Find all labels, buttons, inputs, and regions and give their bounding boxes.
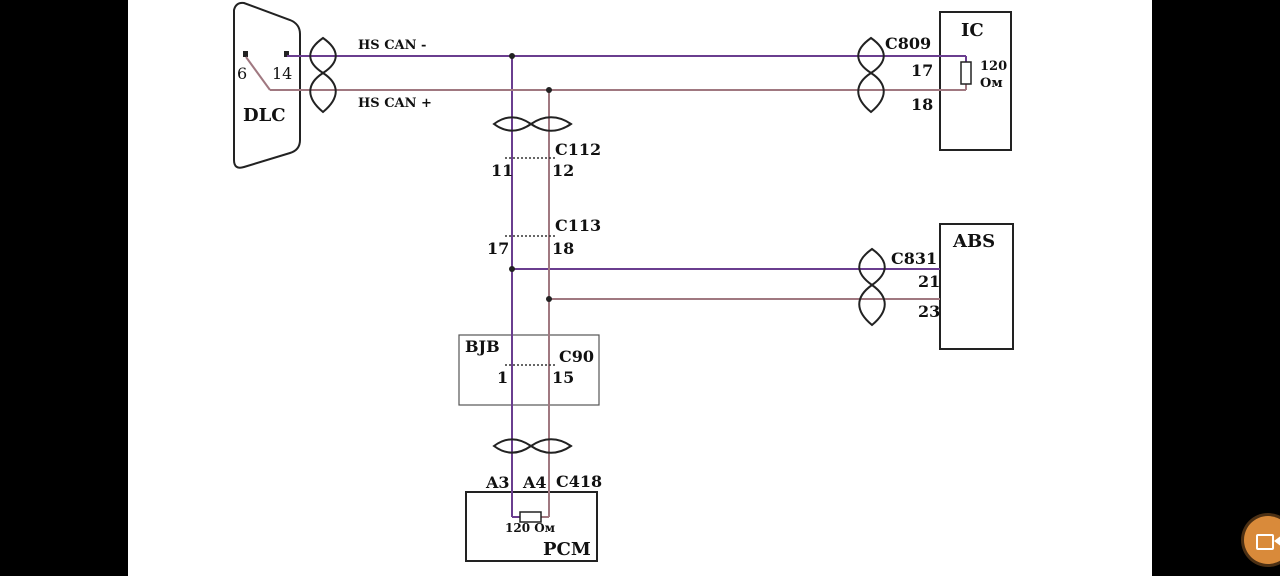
pcm-pin-a4-label: A4 [522,473,547,492]
camera-lens-shape [1274,535,1280,547]
ic-label: IC [961,20,984,41]
bjb-label: BJB [465,337,500,356]
video-camera-icon [1256,534,1274,550]
twisted-pair-icon [492,116,573,132]
c113-label: C113 [555,216,601,235]
dlc-pin-14-marker [284,51,289,57]
record-button[interactable] [1244,516,1280,564]
splice-point [509,53,515,59]
c112-pin-12-label: 12 [552,161,574,180]
c90-label: C90 [559,347,594,366]
dlc-label: DLC [243,105,286,126]
pcm-pin-a3-label: A3 [485,473,510,492]
can-low-wire [287,55,967,518]
splice-point [546,87,552,93]
splice-point [509,266,515,272]
abs-pin-21-label: 21 [918,272,940,291]
c112-label: C112 [555,140,601,159]
diagram-page [128,0,1152,576]
abs-module-box [939,223,1014,350]
pcm-label: PCM [543,539,591,560]
dlc-pin-14-label: 14 [272,64,292,83]
ic-module-box [939,11,1012,151]
dlc-pin-6-label: 6 [237,64,247,83]
ic-resistor-value: 120 [980,59,1007,74]
pcm-termination-resistor [519,511,542,523]
can-high-wire [245,56,967,518]
hs-can-low-label: HS CAN - [358,38,426,53]
twisted-pair-icon [857,36,885,114]
abs-label: ABS [952,231,995,252]
c112-pin-11-label: 11 [491,161,513,180]
c809-label: C809 [885,34,931,53]
pcm-module-box [465,491,598,562]
c113-pin-17-label: 17 [487,239,509,258]
dlc-pin-6-marker [243,51,248,57]
splice-point [546,296,552,302]
dlc-connector-shape [233,1,301,169]
c418-label: C418 [556,472,602,491]
ic-pin-18-label: 18 [911,95,933,114]
c113-pin-18-label: 18 [552,239,574,258]
pcm-resistor-label: 120 Ом [505,521,556,535]
c831-label: C831 [891,249,937,268]
twisted-pair-icon [492,438,573,454]
ic-resistor-unit: Ом [980,76,1003,91]
hs-can-high-label: HS CAN + [358,96,432,111]
abs-pin-23-label: 23 [918,302,940,321]
ic-pin-17-label: 17 [911,61,933,80]
twisted-pair-icon [309,36,337,114]
bjb-module-box [458,334,600,406]
ic-termination-resistor [960,61,972,85]
twisted-pair-icon [858,247,886,327]
bjb-pin-15-label: 15 [552,368,574,387]
bjb-pin-1-label: 1 [497,368,508,387]
